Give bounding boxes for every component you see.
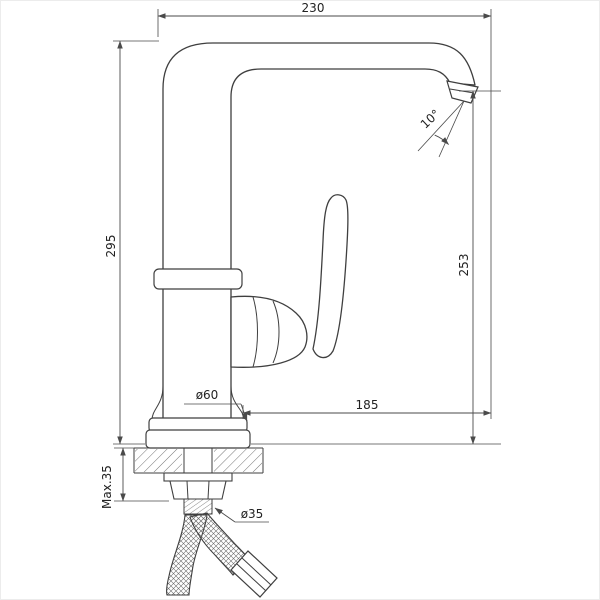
base-flare-right [230, 385, 245, 421]
dim-base-diameter-label: ø60 [196, 388, 219, 402]
base-flare-left [151, 385, 164, 421]
base-ring-lower [145, 429, 251, 449]
hose-fitting-nut [230, 550, 278, 598]
dimension-left-height: 295 [104, 40, 159, 445]
spout-and-column [162, 42, 476, 427]
dimension-reach: 185 [242, 398, 492, 419]
mounting-washer [163, 472, 233, 482]
flex-hose-left [166, 514, 208, 596]
handle-housing [230, 295, 308, 368]
dimension-spout-angle: 10° [417, 100, 465, 158]
dim-left-height-label: 295 [104, 235, 118, 258]
collar-ring [153, 268, 243, 290]
dim-reach-label: 185 [356, 398, 379, 412]
countertop-hatch-right [214, 449, 262, 472]
handle-lever [312, 194, 349, 359]
dim-top-width-label: 230 [302, 1, 325, 15]
dim-mount-label: Max.35 [100, 465, 114, 509]
dimension-top-width: 230 [157, 1, 492, 419]
dimension-mount-thickness: Max.35 [100, 447, 169, 509]
threaded-shank [183, 498, 213, 515]
locknut [169, 480, 227, 500]
countertop-section [133, 447, 264, 474]
countertop-hatch-left [135, 449, 182, 472]
dimension-right-height: 253 [251, 90, 501, 445]
flex-hose-right [189, 512, 250, 576]
under-counter-assembly [163, 448, 278, 598]
dimension-hole-diameter: ø35 [214, 507, 269, 523]
dim-right-height-label: 253 [457, 254, 471, 277]
dim-hole-diameter-label: ø35 [241, 507, 264, 521]
faucet-body [145, 42, 479, 449]
